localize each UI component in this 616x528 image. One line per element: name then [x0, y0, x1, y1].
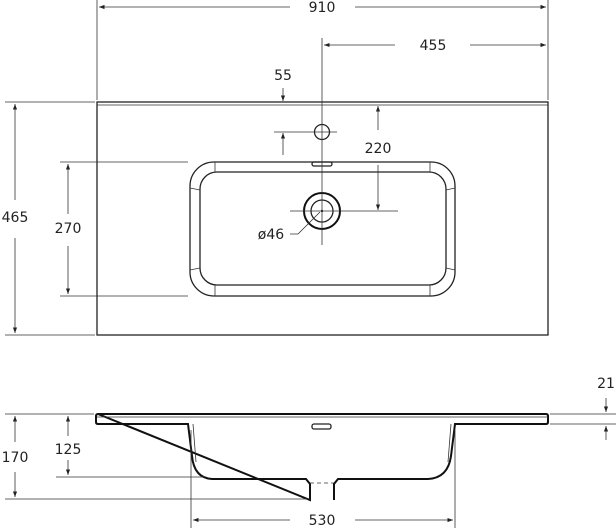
dim-bowl-height: 125	[55, 442, 82, 458]
dim-bowl-width: 530	[309, 513, 336, 528]
dim-total-height: 170	[2, 450, 29, 466]
dim-width-total: 910	[309, 0, 336, 16]
side-view: 21 170 125 530	[2, 376, 616, 528]
dim-tap-offset: 55	[274, 68, 292, 84]
dim-slab-thickness: 21	[597, 376, 615, 392]
bowl-inner	[199, 171, 447, 286]
dim-depth-total: 465	[2, 210, 29, 226]
dim-drain-diameter: ø46	[258, 227, 284, 243]
dim-drain-offset: 220	[365, 141, 392, 157]
dim-bowl-depth: 270	[55, 221, 82, 237]
top-view: 910 455 55 220 ø46 465 270	[2, 0, 549, 336]
overflow-slot-side	[311, 423, 332, 430]
dim-half-width: 455	[420, 38, 447, 54]
countertop-outline	[96, 101, 549, 336]
basin-profile	[95, 412, 549, 502]
